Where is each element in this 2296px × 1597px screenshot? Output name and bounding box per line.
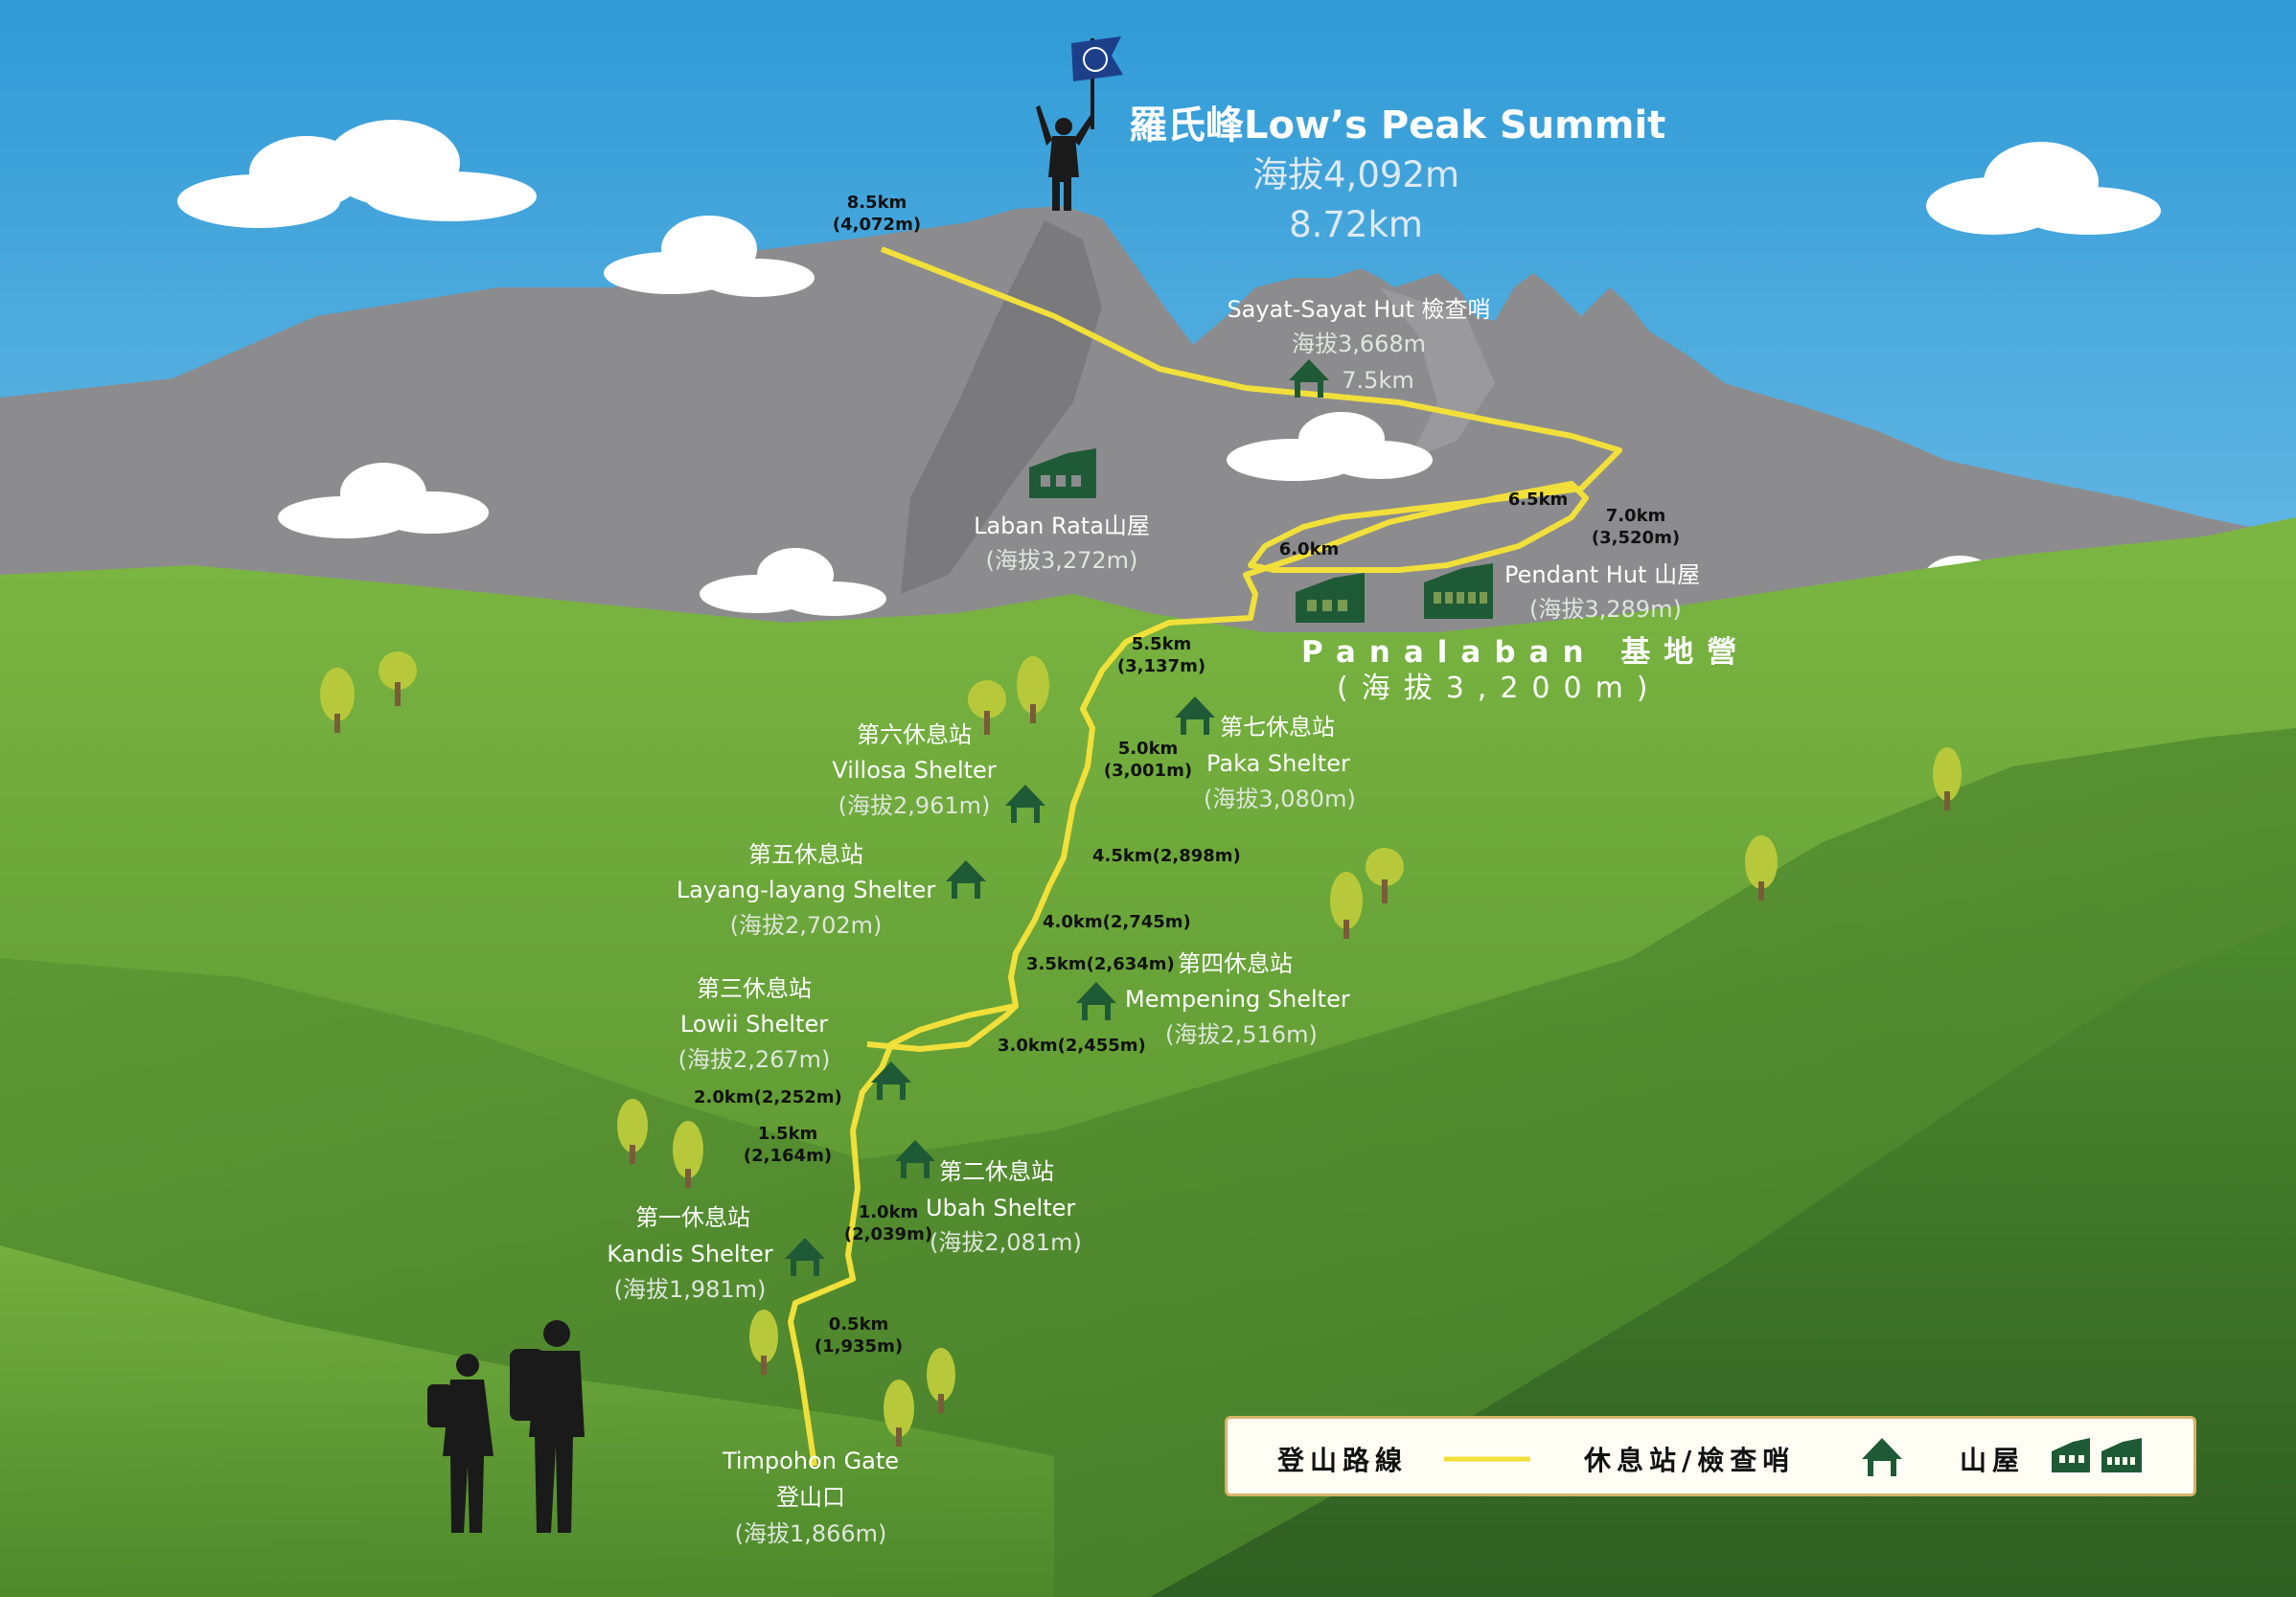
marker-6-0km: 6.0km xyxy=(1278,539,1340,559)
marker-1-5km: 1.5km(2,164m) xyxy=(743,1124,833,1167)
laban-rata-elevation: (海拔3,272m) xyxy=(985,547,1138,574)
hill-front-left xyxy=(0,1245,1054,1597)
shelter-icon-lowii xyxy=(871,1061,911,1100)
legend-hut-label: 山屋 xyxy=(1960,1445,2026,1476)
sayat-hut-distance: 7.5km xyxy=(1342,367,1414,394)
base-camp-elevation: (海拔3,200m) xyxy=(1337,672,1662,705)
shelter-1-cn: 第一休息站 xyxy=(635,1204,750,1231)
gate-name-cn: 登山口 xyxy=(776,1484,845,1511)
trees xyxy=(320,651,1962,1447)
legend-route-line xyxy=(1444,1456,1530,1462)
marker-3-0km: 3.0km(2,455m) xyxy=(998,1036,1146,1056)
marker-0-5km: 0.5km(1,935m) xyxy=(814,1314,904,1357)
legend: 登山路線 休息站/檢查哨 山屋 xyxy=(1225,1416,2196,1496)
shelter-5-en: Layang-layang Shelter xyxy=(676,877,936,903)
hut-icon xyxy=(2052,1438,2142,1472)
shelter-1-en: Kandis Shelter xyxy=(607,1241,773,1267)
shelter-icon xyxy=(1862,1438,1902,1476)
shelter-icon-kandis xyxy=(785,1238,825,1276)
marker-8-5km: 8.5km(4,072m) xyxy=(832,193,922,236)
hut-icon-panalaban xyxy=(1296,573,1365,623)
shelter-6-cn: 第六休息站 xyxy=(857,721,972,748)
sayat-hut-elevation: 海拔3,668m xyxy=(1291,331,1427,357)
shelter-5-elevation: (海拔2,702m) xyxy=(729,912,883,939)
mountain-range xyxy=(0,206,2296,671)
shelter-4-cn: 第四休息站 xyxy=(1178,950,1293,977)
shelter-icon-ubah xyxy=(895,1140,935,1178)
summit-elevation: 海拔4,092m xyxy=(1252,154,1459,195)
shelter-4-en: Mempening Shelter xyxy=(1125,986,1350,1013)
legend-shelter-label: 休息站/檢查哨 xyxy=(1584,1445,1796,1476)
summit-climber xyxy=(1036,36,1123,211)
pendant-hut-name: Pendant Hut 山屋 xyxy=(1504,561,1701,588)
marker-5-5km: 5.5km(3,137m) xyxy=(1116,634,1206,677)
marker-4-0km: 4.0km(2,745m) xyxy=(1043,912,1191,932)
trail-loop-lower xyxy=(866,1003,1019,1052)
shelter-7-en: Paka Shelter xyxy=(1206,750,1350,777)
shelter-3-en: Lowii Shelter xyxy=(679,1011,829,1038)
marker-3-5km: 3.5km(2,634m) xyxy=(1026,954,1175,974)
shelter-2-elevation: (海拔2,081m) xyxy=(930,1229,1082,1256)
shelter-icon-villosa xyxy=(1005,785,1045,823)
shelter-6-en: Villosa Shelter xyxy=(832,757,997,784)
hut-icon-laban-rata xyxy=(1029,448,1096,498)
shelter-4-elevation: (海拔2,516m) xyxy=(1165,1021,1318,1048)
shelter-2-cn: 第二休息站 xyxy=(939,1158,1054,1185)
marker-7-0km: 7.0km(3,520m) xyxy=(1591,506,1681,549)
marker-5-0km: 5.0km(3,001m) xyxy=(1103,739,1193,782)
marker-4-5km: 4.5km(2,898m) xyxy=(1092,846,1241,866)
shelter-3-elevation: (海拔2,267m) xyxy=(677,1046,831,1073)
pendant-hut-elevation: (海拔3,289m) xyxy=(1529,596,1682,623)
shelter-icon-layang xyxy=(946,860,986,899)
trail-route xyxy=(788,246,1622,1467)
laban-rata-name: Laban Rata山屋 xyxy=(974,513,1150,539)
marker-6-5km: 6.5km xyxy=(1507,490,1569,510)
shelter-1-elevation: (海拔1,981m) xyxy=(613,1276,767,1303)
shelter-7-cn: 第七休息站 xyxy=(1220,714,1335,741)
shelter-5-cn: 第五休息站 xyxy=(748,841,863,868)
base-camp-name: Panalaban 基地營 xyxy=(1301,635,1751,670)
shelter-2-en: Ubah Shelter xyxy=(926,1195,1076,1221)
hut-icons xyxy=(1029,448,1493,623)
shelter-icon-paka xyxy=(1175,696,1215,735)
shelter-icon-mempening xyxy=(1076,982,1116,1020)
hikers-silhouette xyxy=(427,1320,585,1533)
marker-2-0km: 2.0km(2,252m) xyxy=(694,1087,842,1107)
summit-distance: 8.72km xyxy=(1289,204,1423,245)
shelter-icons xyxy=(785,359,1329,1276)
shelter-icon-sayat xyxy=(1289,359,1329,398)
summit-name: 羅氏峰Low’s Peak Summit xyxy=(1129,103,1666,148)
hut-icon-pendant xyxy=(1424,563,1493,619)
legend-route-label: 登山路線 xyxy=(1277,1445,1409,1476)
shelter-7-elevation: (海拔3,080m) xyxy=(1204,786,1356,812)
gate-elevation: (海拔1,866m) xyxy=(734,1520,887,1547)
shelter-3-cn: 第三休息站 xyxy=(697,975,812,1002)
shelter-6-elevation: (海拔2,961m) xyxy=(838,792,991,819)
sayat-hut-name: Sayat-Sayat Hut 檢查哨 xyxy=(1227,296,1491,323)
marker-1-0km: 1.0km(2,039m) xyxy=(843,1202,933,1245)
gate-name-en: Timpohon Gate xyxy=(722,1448,900,1474)
